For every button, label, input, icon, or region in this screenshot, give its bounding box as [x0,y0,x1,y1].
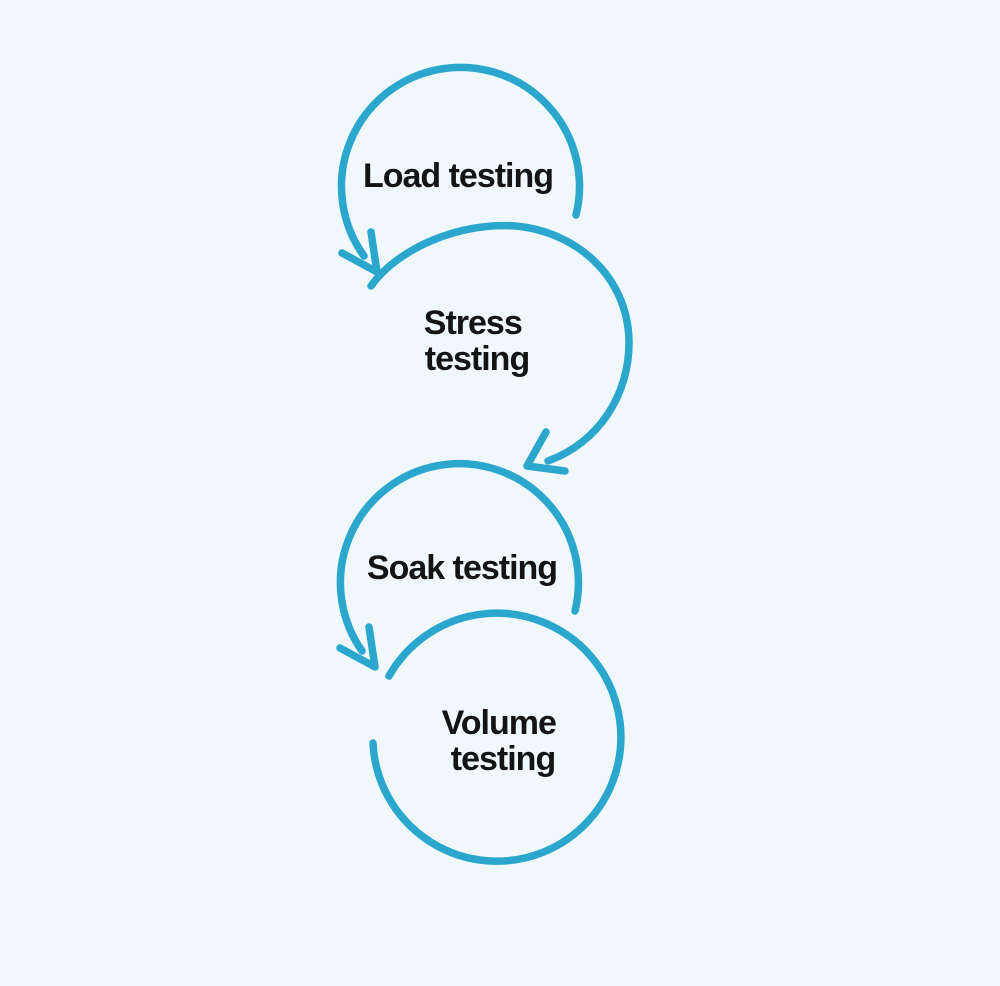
node-label-soak-testing: Soak testing [367,549,557,587]
arrowhead-stress-to-soak-icon [523,428,569,475]
loop-arrows [336,63,633,865]
arrowhead-soak-to-volume-icon [336,623,379,671]
node-label-volume-testing: Volume testing [442,704,565,778]
arrowhead-load-to-stress-icon [338,228,381,276]
node-label-load-testing: Load testing [363,157,553,195]
loop-arc-volume-testing [369,609,625,865]
loop-arc-load-testing [337,63,584,260]
node-label-stress-testing: Stress testing [424,304,530,378]
loop-arc-stress-testing [367,221,633,465]
loop-arc-soak-testing [336,459,583,655]
node-labels: Load testing Stress testing Soak testing… [363,157,565,778]
